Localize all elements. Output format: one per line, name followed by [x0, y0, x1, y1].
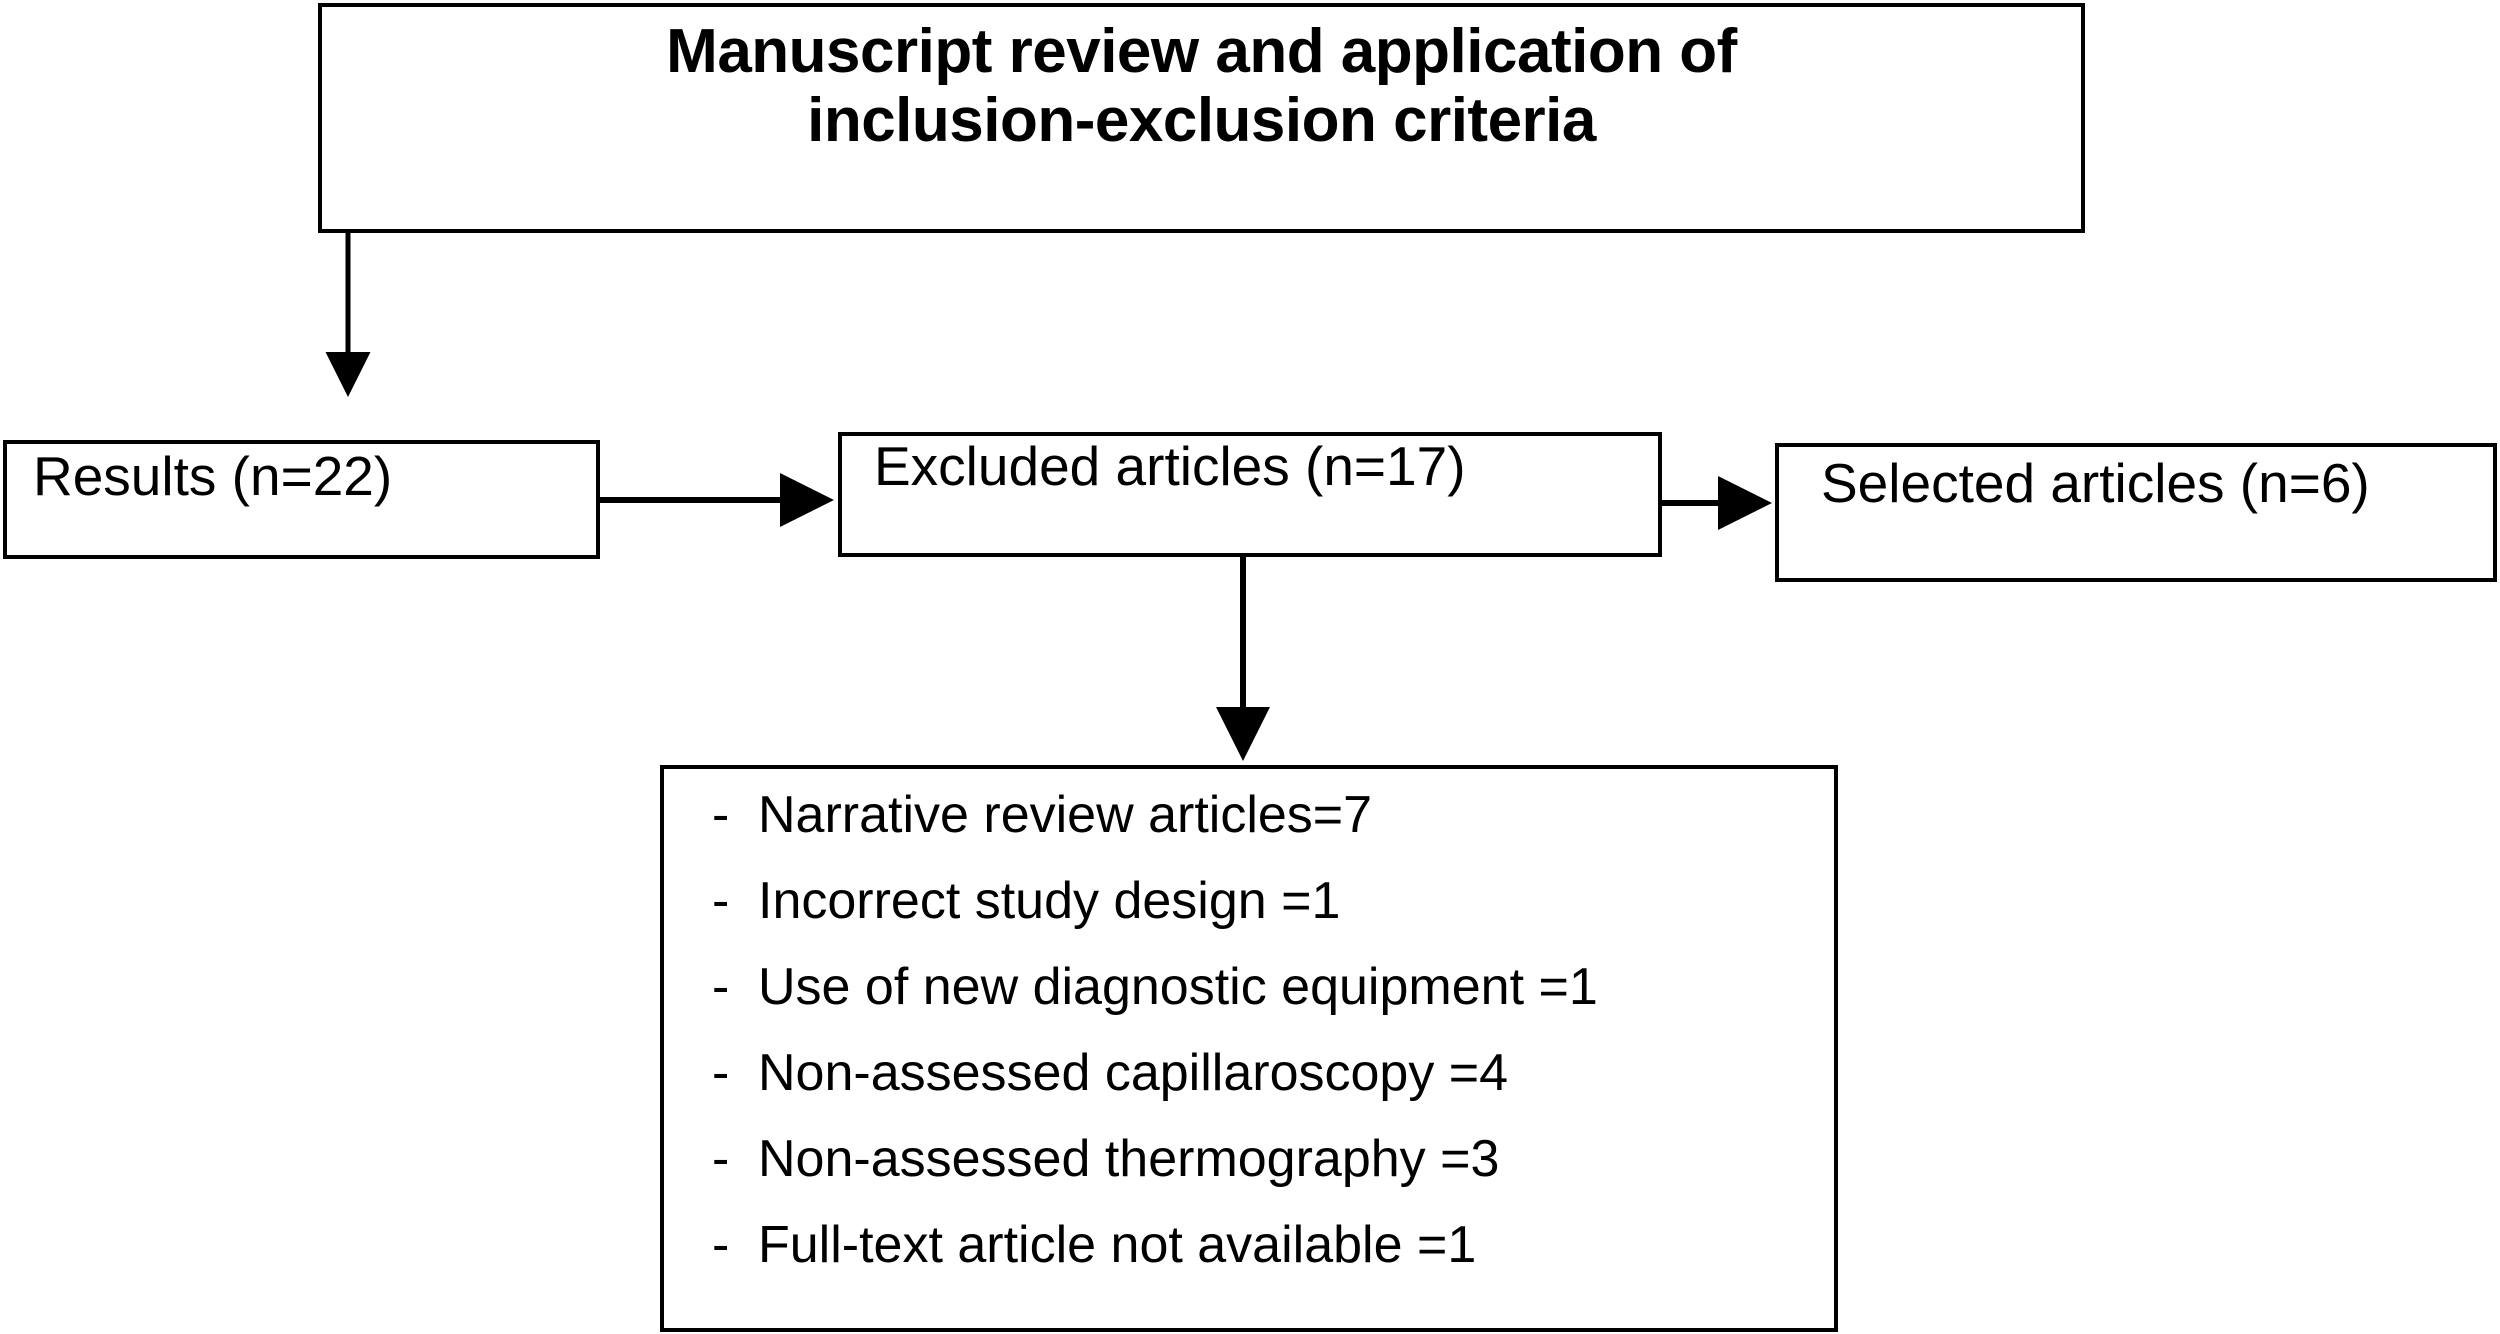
exclusion-reason-item: -Incorrect study design =1 [712, 875, 1824, 927]
list-dash-marker: - [712, 1044, 730, 1102]
exclusion-reason-item: -Non-assessed capillaroscopy =4 [712, 1047, 1824, 1099]
exclusion-reason-label: Narrative review articles=7 [758, 786, 1373, 844]
exclusion-reason-label: Incorrect study design =1 [758, 872, 1341, 930]
list-dash-marker: - [712, 1216, 730, 1274]
title-text: Manuscript review and application of inc… [384, 7, 2020, 156]
exclusion-reason-item: -Full-text article not available =1 [712, 1219, 1824, 1271]
title-line-2: inclusion-exclusion criteria [807, 86, 1596, 156]
excluded-articles-box: Excluded articles (n=17) [838, 432, 1662, 557]
exclusion-reason-label: Non-assessed thermography =3 [758, 1130, 1500, 1188]
exclusion-reason-item: -Use of new diagnostic equipment =1 [712, 961, 1824, 1013]
exclusion-reason-label: Non-assessed capillaroscopy =4 [758, 1044, 1509, 1102]
title-box: Manuscript review and application of inc… [318, 3, 2085, 233]
results-box: Results (n=22) [3, 440, 600, 559]
exclusion-reason-label: Use of new diagnostic equipment =1 [758, 958, 1598, 1016]
selected-articles-label: Selected articles (n=6) [1821, 452, 2370, 514]
list-dash-marker: - [712, 1130, 730, 1188]
excluded-articles-label: Excluded articles (n=17) [874, 435, 1466, 497]
exclusion-reason-label: Full-text article not available =1 [758, 1216, 1477, 1274]
title-line-1: Manuscript review and application of [666, 17, 1737, 86]
exclusion-reasons-list: -Narrative review articles=7-Incorrect s… [712, 789, 1824, 1305]
selected-articles-box: Selected articles (n=6) [1775, 443, 2497, 582]
list-dash-marker: - [712, 786, 730, 844]
exclusion-reason-item: -Non-assessed thermography =3 [712, 1133, 1824, 1185]
list-dash-marker: - [712, 958, 730, 1016]
results-label: Results (n=22) [33, 445, 393, 507]
list-dash-marker: - [712, 872, 730, 930]
exclusion-reasons-box: -Narrative review articles=7-Incorrect s… [660, 765, 1838, 1332]
exclusion-reason-item: -Narrative review articles=7 [712, 789, 1824, 841]
